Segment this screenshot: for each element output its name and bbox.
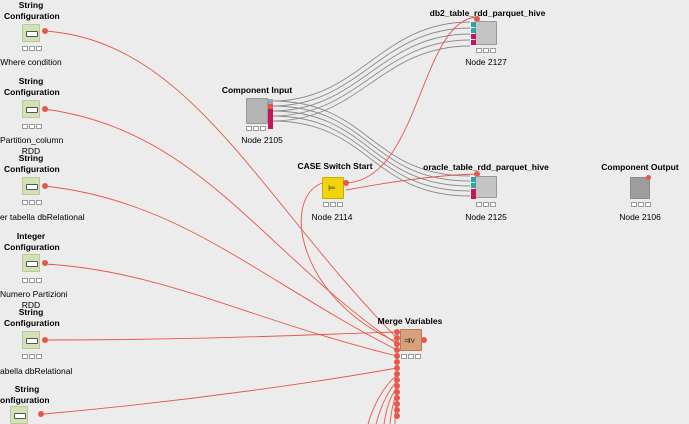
- node-status-lights: [476, 48, 496, 53]
- node-status-lights: [246, 126, 266, 131]
- component-output-icon[interactable]: [630, 177, 650, 199]
- component-input-icon[interactable]: [246, 98, 268, 124]
- text-field-icon: [14, 413, 26, 419]
- flow-variable-out-port[interactable]: [42, 106, 48, 112]
- flow-variable-out-port[interactable]: [42, 28, 48, 34]
- node-status-lights: [476, 202, 496, 207]
- node-title: Component Input: [221, 85, 293, 95]
- node-label[interactable]: Numero Partizioni RDD: [0, 289, 68, 310]
- text-field-icon: [26, 107, 38, 113]
- in-port-3[interactable]: [471, 34, 476, 39]
- flow-variable-in-port[interactable]: [474, 171, 480, 177]
- node-label[interactable]: Node 2125: [465, 212, 507, 222]
- in-port-1[interactable]: [471, 22, 476, 27]
- node-status-lights: [22, 354, 42, 359]
- node-status-lights: [22, 278, 42, 283]
- out-port-6[interactable]: [268, 124, 273, 129]
- merge-glyph: ⇉v: [404, 336, 415, 345]
- in-port-1[interactable]: [471, 177, 476, 182]
- string-config-icon[interactable]: [22, 177, 40, 195]
- node-title: oracle_table_rdd_parquet_hive: [423, 162, 549, 172]
- node-label[interactable]: Partition_column RDD: [0, 135, 64, 156]
- node-label[interactable]: abella dbRelational: [0, 366, 73, 376]
- flow-variable-out-port[interactable]: [42, 337, 48, 343]
- flow-variable-in-port[interactable]: [474, 16, 480, 22]
- flow-variable-out-port[interactable]: [38, 411, 44, 417]
- out-port-1[interactable]: [268, 99, 273, 104]
- merge-variables-icon[interactable]: ⇉v: [400, 329, 422, 351]
- string-config-icon[interactable]: [22, 24, 40, 42]
- integer-config-icon[interactable]: [22, 254, 40, 272]
- out-port-4[interactable]: [268, 114, 273, 119]
- string-config-icon[interactable]: [10, 406, 28, 424]
- in-port-2[interactable]: [471, 28, 476, 33]
- string-config-icon[interactable]: [22, 100, 40, 118]
- node-label[interactable]: Node 2105: [241, 135, 283, 145]
- flow-variable-out-port[interactable]: [343, 180, 349, 186]
- in-port-3[interactable]: [471, 189, 476, 194]
- node-title: String onfiguration: [0, 384, 50, 405]
- flow-variable-out-port[interactable]: [42, 183, 48, 189]
- text-field-icon: [26, 31, 38, 37]
- switch-glyph: ⊨: [328, 183, 336, 193]
- node-label[interactable]: Node 2127: [465, 57, 507, 67]
- text-field-icon: [26, 184, 38, 190]
- flow-variable-out-port[interactable]: [42, 260, 48, 266]
- node-status-lights: [631, 202, 651, 207]
- flow-variable-in-port[interactable]: [646, 175, 651, 180]
- node-status-lights: [22, 46, 42, 51]
- metanode-icon[interactable]: [475, 21, 497, 45]
- number-field-icon: [26, 261, 38, 267]
- node-title: String Configuration: [4, 0, 60, 21]
- node-label[interactable]: Node 2114: [311, 212, 353, 222]
- switch-icon[interactable]: ⊨: [322, 177, 344, 199]
- out-port-3[interactable]: [268, 109, 273, 114]
- node-label[interactable]: Where condition: [0, 57, 62, 67]
- node-status-lights: [22, 200, 42, 205]
- out-port-5[interactable]: [268, 119, 273, 124]
- out-port-2[interactable]: [268, 104, 273, 109]
- node-title: String Configuration: [4, 153, 60, 174]
- in-port-4[interactable]: [471, 194, 476, 199]
- merge-input-ports[interactable]: [394, 329, 400, 424]
- node-status-lights: [22, 124, 42, 129]
- metanode-icon[interactable]: [475, 176, 497, 198]
- node-title: CASE Switch Start: [297, 161, 373, 171]
- node-status-lights: [401, 354, 421, 359]
- node-label[interactable]: Node 2106: [619, 212, 661, 222]
- node-status-lights: [323, 202, 343, 207]
- string-config-icon[interactable]: [22, 331, 40, 349]
- node-title: String Configuration: [4, 307, 60, 328]
- in-port-2[interactable]: [471, 183, 476, 188]
- flow-variable-out-port[interactable]: [421, 337, 427, 343]
- in-port-4[interactable]: [471, 40, 476, 45]
- node-title: String Configuration: [4, 76, 60, 97]
- node-label[interactable]: er tabella dbRelational: [0, 212, 85, 222]
- node-title: Merge Variables: [377, 316, 443, 326]
- node-title: Component Output: [601, 162, 679, 172]
- node-title: Integer Configuration: [4, 231, 60, 252]
- text-field-icon: [26, 338, 38, 344]
- node-title: db2_table_rdd_parquet_hive: [429, 8, 546, 18]
